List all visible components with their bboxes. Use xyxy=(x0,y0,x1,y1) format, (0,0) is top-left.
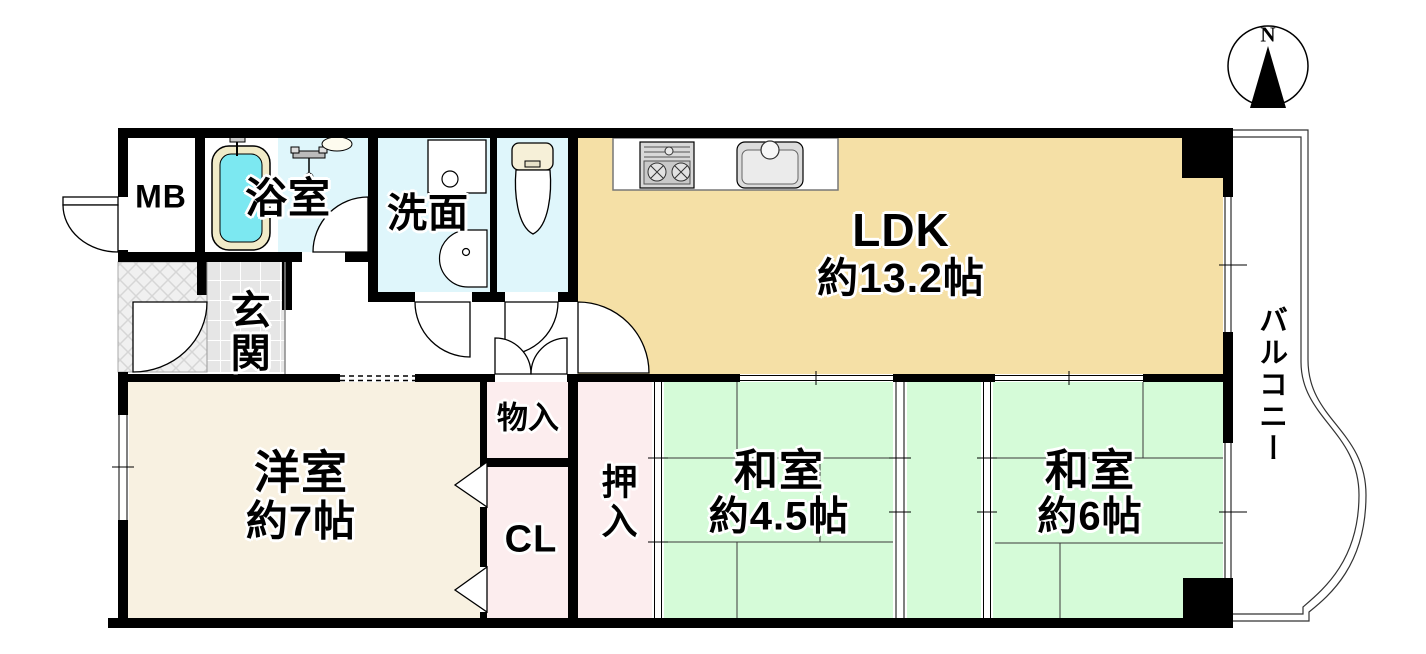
sink-icon xyxy=(736,140,804,189)
mb-door-opening xyxy=(118,197,128,250)
stove-icon xyxy=(639,141,695,189)
door-arcs xyxy=(62,196,650,614)
japanese-room-6-size: 約6帖 xyxy=(1037,494,1143,539)
bathroom-fixtures xyxy=(211,135,353,251)
mb-label: MB xyxy=(135,178,187,215)
mb-door-leaf xyxy=(62,196,119,206)
shower-mixer-icon xyxy=(290,146,328,182)
kitchen-counter xyxy=(612,137,839,191)
western-room-floor xyxy=(128,382,480,618)
vanity-sink-icon xyxy=(438,229,488,288)
storage-door-right-arc xyxy=(530,337,568,375)
pillar-bottom-right xyxy=(1183,578,1233,628)
ldk-door-arc xyxy=(577,301,650,374)
mb-door-arc xyxy=(62,204,119,253)
storage-door-opening xyxy=(495,374,567,382)
washroom-label: 洗面 xyxy=(387,191,469,236)
ldk-door-opening xyxy=(568,302,578,374)
japanese-room-45-name: 和室 xyxy=(733,446,824,496)
western-room-size: 約7帖 xyxy=(245,497,357,545)
western-room-dashed-opening xyxy=(340,374,415,382)
balcony-railing xyxy=(1233,129,1367,622)
oshiire-floor xyxy=(578,382,652,618)
closet-floor xyxy=(487,467,570,618)
ldk-label: LDK 約13.2帖 xyxy=(817,204,985,301)
japanese-room-6-name: 和室 xyxy=(1045,446,1135,496)
entrance-tile-floor xyxy=(207,262,285,372)
pillar-top-right xyxy=(1182,128,1233,178)
japanese-room-6-label: 和室 約6帖 xyxy=(1037,448,1142,539)
closet-folding-door-bottom xyxy=(453,565,488,614)
storage-floor xyxy=(487,382,570,458)
windows-and-tracks xyxy=(112,197,1247,618)
room-divider-track-left xyxy=(889,382,911,618)
western-room-name: 洋室 xyxy=(253,446,348,499)
ldk-size: 約13.2帖 xyxy=(817,254,985,301)
japanese6-balcony-door xyxy=(1219,443,1247,578)
bathroom-label: 浴室 xyxy=(244,174,332,222)
walls xyxy=(108,128,1233,628)
ldk-name: LDK xyxy=(852,204,950,257)
mb-floor xyxy=(128,138,195,252)
ldk-sliding-door-japanese45 xyxy=(740,371,893,385)
toilet-door-opening xyxy=(505,292,558,302)
toilet-icon xyxy=(511,142,554,235)
balcony-label: バルコニー xyxy=(1254,305,1287,465)
ldk-balcony-door xyxy=(1219,197,1247,332)
compass xyxy=(1227,25,1309,108)
japanese-room-45-label: 和室 約4.5帖 xyxy=(709,448,850,539)
entrance-door-arc xyxy=(132,301,208,373)
tatami-lines xyxy=(664,382,1223,618)
bathroom-door-opening xyxy=(302,252,345,262)
bath-light-icon xyxy=(321,136,353,152)
closet-label: CL xyxy=(504,518,558,561)
japanese-room-45-size: 約4.5帖 xyxy=(708,494,850,539)
compass-north-needle xyxy=(1250,46,1286,108)
washroom-door-opening xyxy=(415,292,472,302)
japanese-rooms-floor xyxy=(664,382,1223,618)
compass-north-label: N xyxy=(1260,22,1276,47)
bathroom-door-arc xyxy=(312,196,369,253)
entrance-label: 玄関 xyxy=(224,289,269,375)
western-room-label: 洋室 約7帖 xyxy=(245,446,357,545)
storage-label: 物入 xyxy=(497,400,559,436)
oshiire-label: 押入 xyxy=(596,463,638,541)
closet-folding-door-top xyxy=(453,460,488,509)
washer-pan-icon xyxy=(427,139,487,194)
western-room-window xyxy=(112,415,134,520)
ldk-sliding-door-japanese6 xyxy=(995,371,1143,385)
washroom-fixtures xyxy=(427,139,488,288)
oshiire-sliding-track xyxy=(648,382,668,618)
room-divider-track-right xyxy=(977,382,997,618)
washroom-door-arc xyxy=(414,301,471,358)
